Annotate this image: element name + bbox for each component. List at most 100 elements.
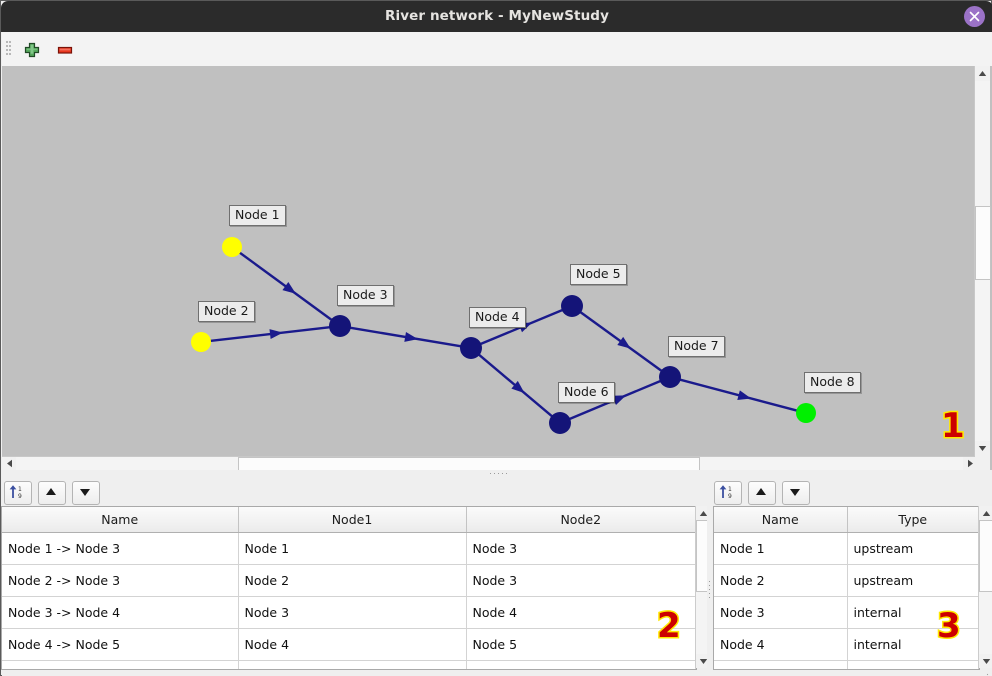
close-icon[interactable] — [964, 6, 985, 27]
scroll-right-arrow-icon[interactable] — [963, 457, 977, 470]
main-toolbar — [2, 32, 992, 67]
graph-node-label[interactable]: Node 4 — [469, 307, 526, 328]
column-header[interactable]: Node2 — [466, 507, 696, 533]
graph-horizontal-scrollbar[interactable] — [2, 456, 977, 471]
scroll-down-arrow-icon[interactable] — [975, 441, 990, 456]
table-cell[interactable]: Node 4 -> Node 5 — [2, 628, 239, 661]
bottom-resize-grip[interactable] — [981, 666, 989, 676]
column-header[interactable]: Name — [2, 507, 239, 533]
table-cell[interactable]: internal — [847, 596, 979, 629]
table-cell[interactable]: Node 4 — [238, 628, 467, 661]
reaches-move-up-button[interactable] — [38, 481, 66, 505]
graph-vertical-scrollbar[interactable] — [974, 66, 991, 456]
table-cell[interactable]: Node 3 -> Node 4 — [2, 596, 239, 629]
nodes-move-down-button[interactable] — [782, 481, 810, 505]
graph-edge-arrow-icon — [282, 282, 296, 294]
graph-node[interactable] — [329, 315, 351, 337]
nodes-table-row-blank[interactable] — [714, 660, 979, 669]
nodes-vscroll-thumb[interactable] — [979, 520, 992, 592]
graph-edge-arrow-icon — [612, 395, 627, 406]
table-cell[interactable]: Node 4 — [714, 628, 848, 661]
graph-node[interactable] — [796, 403, 816, 423]
table-cell[interactable]: Node 1 — [714, 532, 848, 565]
graph-edge-arrow-icon — [511, 380, 525, 394]
graph-node-label[interactable]: Node 5 — [570, 264, 627, 285]
nodes-scroll-up-arrow-icon[interactable] — [979, 506, 992, 520]
graph-edge[interactable] — [679, 378, 798, 412]
nodes-panel-toolbar: 1 9 — [714, 478, 990, 506]
scroll-left-arrow-icon[interactable] — [2, 457, 16, 470]
column-header[interactable]: Type — [847, 507, 979, 533]
table-cell[interactable]: Node 5 — [466, 628, 696, 661]
reaches-sort-button[interactable]: 1 9 — [4, 481, 32, 505]
graph-hscroll-thumb[interactable] — [238, 457, 700, 471]
table-cell[interactable]: upstream — [847, 564, 979, 597]
graph-node-label[interactable]: Node 8 — [804, 372, 861, 393]
table-cell-empty[interactable] — [2, 660, 239, 669]
window-title: River network - MyNewStudy — [385, 8, 609, 24]
graph-node-label[interactable]: Node 3 — [337, 285, 394, 306]
nodes-move-up-button[interactable] — [748, 481, 776, 505]
window-titlebar[interactable]: River network - MyNewStudy — [1, 1, 992, 32]
table-cell[interactable]: Node 3 — [466, 532, 696, 565]
table-cell-empty[interactable] — [238, 660, 467, 669]
reaches-table-row-blank[interactable] — [2, 660, 696, 669]
graph-node-label[interactable]: Node 1 — [229, 205, 286, 226]
horizontal-splitter[interactable] — [2, 470, 992, 478]
graph-node[interactable] — [659, 366, 681, 388]
reaches-scroll-up-arrow-icon[interactable] — [696, 506, 710, 520]
graph-node-label[interactable]: Node 7 — [668, 336, 725, 357]
nodes-sort-button[interactable]: 1 9 — [714, 481, 742, 505]
nodes-scroll-down-arrow-icon[interactable] — [979, 654, 992, 668]
table-cell[interactable]: internal — [847, 628, 979, 661]
vertical-splitter[interactable] — [707, 506, 713, 676]
table-cell-empty[interactable] — [847, 660, 979, 669]
reaches-move-down-button[interactable] — [72, 481, 100, 505]
table-cell[interactable]: Node 3 — [714, 596, 848, 629]
table-cell[interactable]: Node 2 -> Node 3 — [2, 564, 239, 597]
scrollbar-corner — [975, 456, 990, 470]
table-cell[interactable]: Node 1 -> Node 3 — [2, 532, 239, 565]
scroll-up-arrow-icon[interactable] — [975, 66, 990, 81]
toolbar-grip[interactable] — [6, 41, 11, 57]
graph-edge-arrow-icon — [737, 390, 752, 400]
table-cell[interactable]: Node 2 — [238, 564, 467, 597]
graph-edge-arrow-icon — [269, 329, 283, 340]
svg-text:1: 1 — [18, 486, 22, 493]
table-cell[interactable]: Node 1 — [238, 532, 467, 565]
graph-node[interactable] — [222, 237, 242, 257]
graph-node[interactable] — [561, 295, 583, 317]
reaches-scroll-down-arrow-icon[interactable] — [696, 654, 710, 668]
graph-node[interactable] — [549, 412, 571, 434]
graph-edge[interactable] — [209, 325, 331, 343]
table-cell[interactable]: Node 3 — [466, 564, 696, 597]
red-minus-icon[interactable] — [55, 40, 75, 60]
graph-node[interactable] — [191, 332, 211, 352]
nodes-vertical-scrollbar[interactable] — [978, 506, 992, 668]
graph-node[interactable] — [460, 337, 482, 359]
table-cell-empty[interactable] — [714, 660, 848, 669]
graph-node-label[interactable]: Node 6 — [558, 382, 615, 403]
graph-node-label[interactable]: Node 2 — [198, 301, 255, 322]
table-cell[interactable]: Node 3 — [238, 596, 467, 629]
green-plus-icon[interactable] — [22, 40, 42, 60]
table-cell[interactable]: upstream — [847, 532, 979, 565]
table-cell[interactable]: Node 4 — [466, 596, 696, 629]
column-header[interactable]: Name — [714, 507, 848, 533]
table-cell-empty[interactable] — [466, 660, 696, 669]
column-header[interactable]: Node1 — [238, 507, 467, 533]
river-network-graph[interactable]: Node 1 Node 2 Node 3 Node 4 Node 5 Node 6 Node… — [2, 66, 992, 470]
graph-vscroll-thumb[interactable] — [975, 206, 991, 280]
table-cell[interactable]: Node 2 — [714, 564, 848, 597]
